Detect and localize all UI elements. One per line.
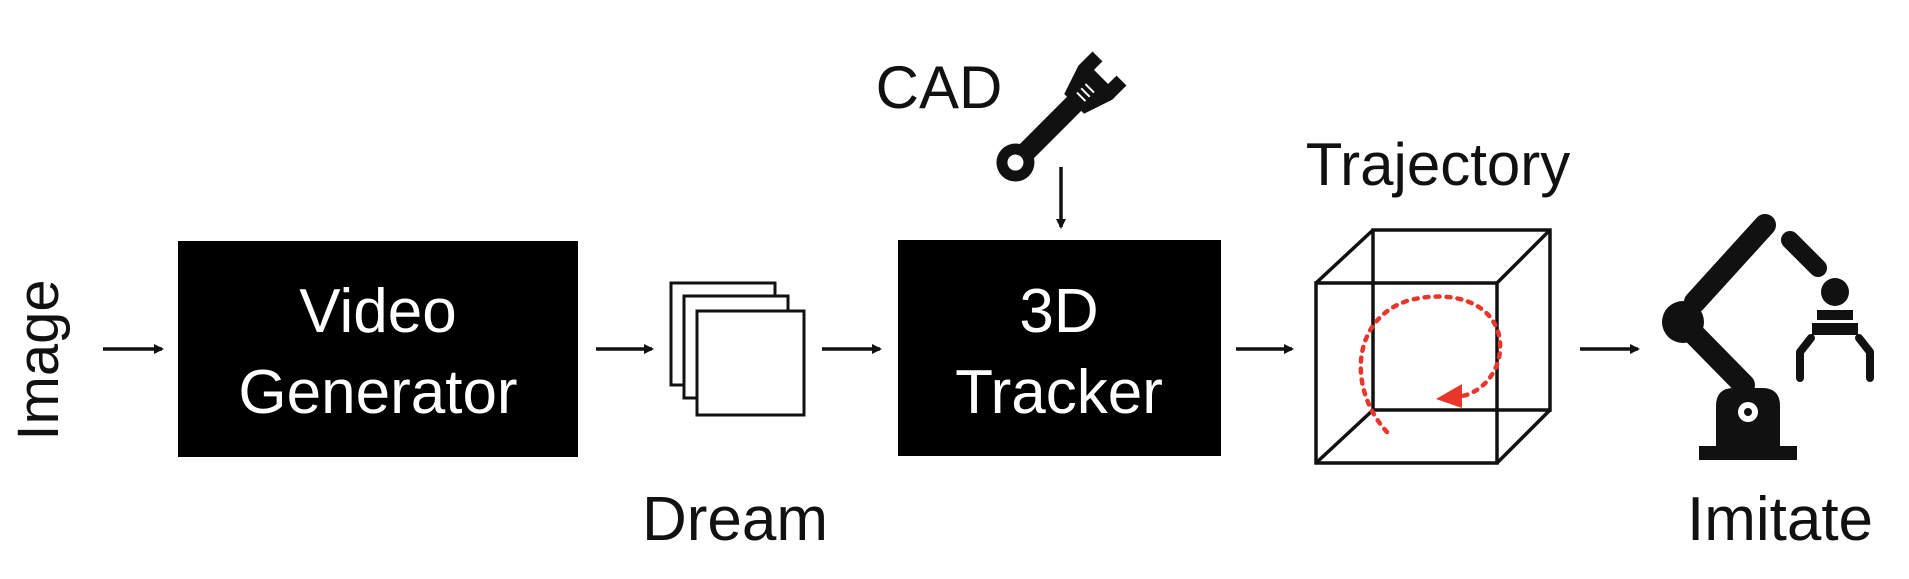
cube-trajectory-icon <box>1314 228 1552 465</box>
trajectory-path <box>1358 294 1503 435</box>
frame-stack-icon <box>669 281 806 417</box>
robot-arm-icon <box>1662 214 1874 460</box>
video-generator-line1: Video <box>299 277 456 346</box>
tracker-box: 3D Tracker <box>898 240 1221 456</box>
trajectory-arrowhead <box>1436 384 1462 408</box>
video-generator-box: Video Generator <box>178 241 578 457</box>
imitate-label: Imitate <box>1687 485 1873 554</box>
tracker-line2: Tracker <box>955 358 1163 427</box>
tracker-line1: 3D <box>1019 277 1098 346</box>
video-generator-line2: Generator <box>238 358 517 427</box>
wrench-icon <box>996 51 1127 182</box>
input-label: Image <box>6 279 71 440</box>
cad-label: CAD <box>876 54 1003 121</box>
dream-label: Dream <box>642 485 828 554</box>
trajectory-label: Trajectory <box>1306 131 1571 198</box>
